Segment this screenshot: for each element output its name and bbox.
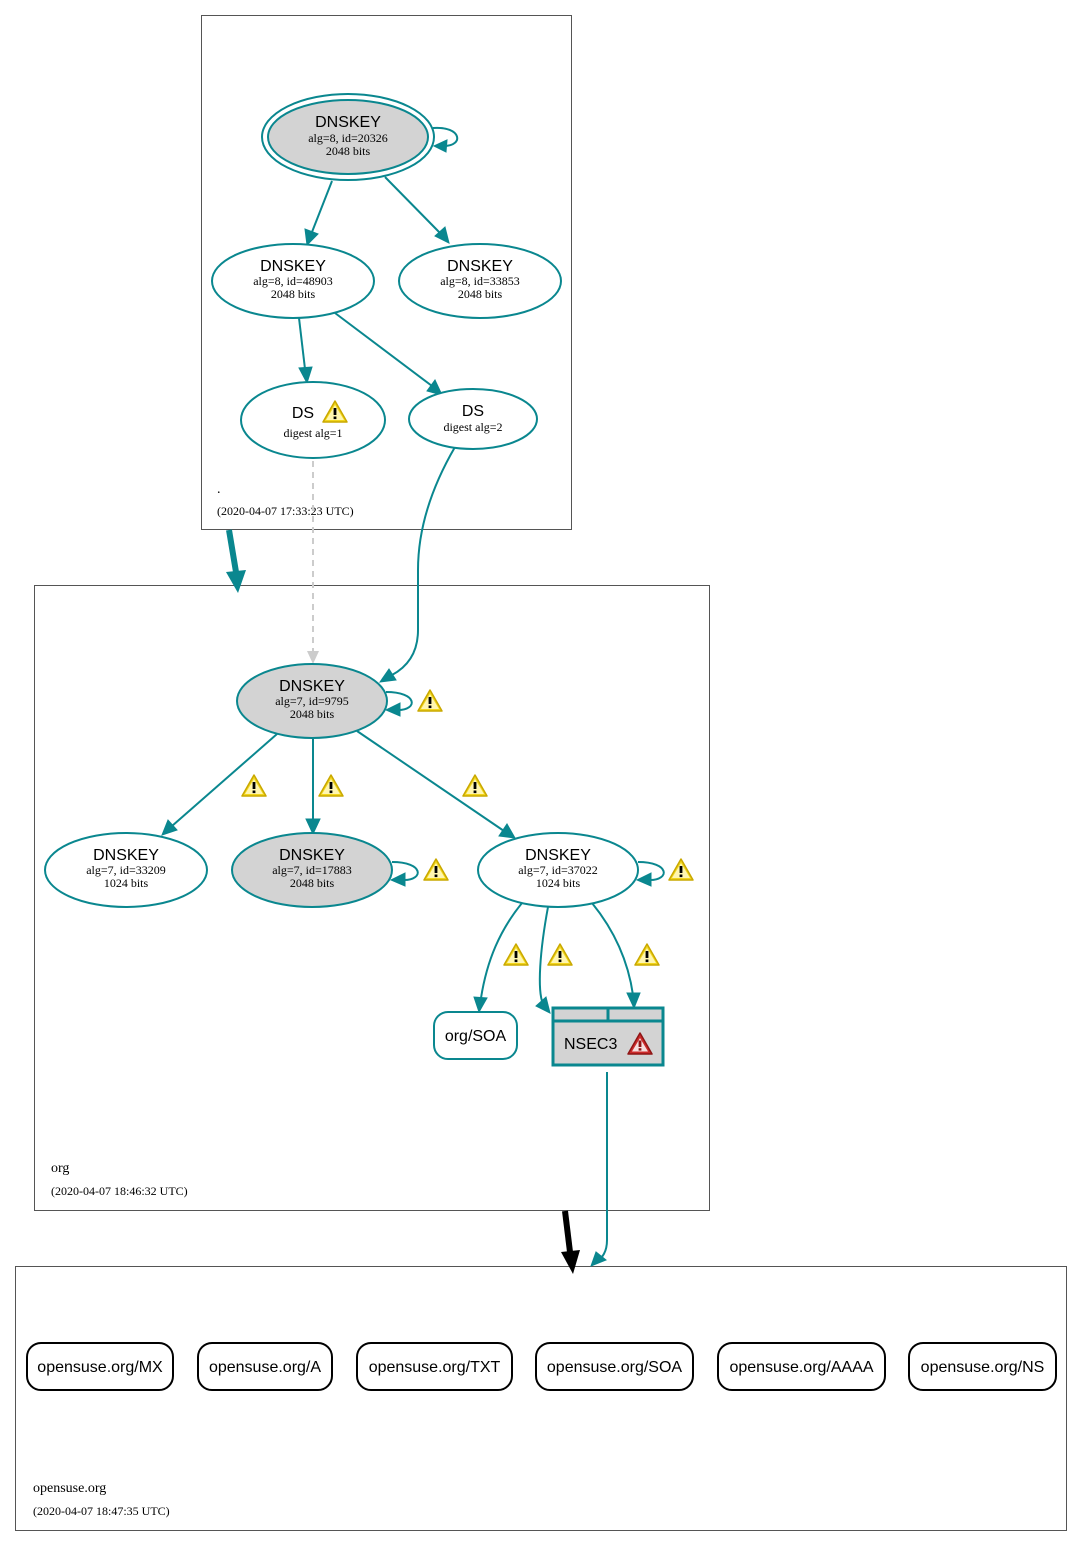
ds-node-alg1[interactable]: DS digest alg=1 xyxy=(240,381,386,459)
nsec3-label: NSEC3 xyxy=(564,1036,617,1053)
dnskey-node-17883[interactable]: DNSKEY alg=7, id=17883 2048 bits xyxy=(231,832,393,908)
warning-icon xyxy=(241,774,267,797)
ds-alg2-detail: digest alg=2 xyxy=(443,420,502,434)
rrset-label: opensuse.org/A xyxy=(209,1359,321,1376)
dnskey-17883-bits: 2048 bits xyxy=(290,876,335,890)
zone-opensuse-timestamp: (2020-04-07 18:47:35 UTC) xyxy=(33,1504,170,1518)
dnskey-33209-detail: alg=7, id=33209 xyxy=(86,863,166,877)
rrset-node-soa[interactable]: opensuse.org/SOA xyxy=(535,1342,694,1391)
warning-icon xyxy=(423,858,449,881)
warning-icon xyxy=(634,943,660,966)
warning-icon xyxy=(417,689,443,712)
zone-org-name: org xyxy=(51,1161,69,1176)
rrset-node-txt[interactable]: opensuse.org/TXT xyxy=(356,1342,513,1391)
warning-icon xyxy=(462,774,488,797)
warning-icon xyxy=(318,774,344,797)
rrset-node-a[interactable]: opensuse.org/A xyxy=(197,1342,333,1391)
warning-icon xyxy=(547,943,573,966)
zone-root: . (2020-04-07 17:33:23 UTC) xyxy=(201,15,572,530)
zone-root-timestamp: (2020-04-07 17:33:23 UTC) xyxy=(217,504,354,518)
dnskey-9795-type: DNSKEY xyxy=(279,678,345,695)
dnskey-20326-detail: alg=8, id=20326 xyxy=(308,131,388,145)
dnskey-node-33853[interactable]: DNSKEY alg=8, id=33853 2048 bits xyxy=(398,243,562,319)
dnskey-node-48903[interactable]: DNSKEY alg=8, id=48903 2048 bits xyxy=(211,243,375,319)
ds-alg2-type: DS xyxy=(462,403,484,420)
dnskey-17883-detail: alg=7, id=17883 xyxy=(272,863,352,877)
dnskey-37022-bits: 1024 bits xyxy=(536,876,581,890)
ds-alg1-detail: digest alg=1 xyxy=(283,426,342,440)
dnskey-node-20326[interactable]: DNSKEY alg=8, id=20326 2048 bits xyxy=(261,93,435,181)
rrset-label: opensuse.org/AAAA xyxy=(729,1359,873,1376)
zone-org-timestamp: (2020-04-07 18:46:32 UTC) xyxy=(51,1184,188,1198)
dnskey-9795-detail: alg=7, id=9795 xyxy=(275,694,349,708)
dnskey-37022-type: DNSKEY xyxy=(525,847,591,864)
rrset-node-aaaa[interactable]: opensuse.org/AAAA xyxy=(717,1342,886,1391)
rrset-node-mx[interactable]: opensuse.org/MX xyxy=(26,1342,174,1391)
dnskey-48903-detail: alg=8, id=48903 xyxy=(253,274,333,288)
rrset-node-ns[interactable]: opensuse.org/NS xyxy=(908,1342,1057,1391)
dnskey-48903-type: DNSKEY xyxy=(260,258,326,275)
zone-opensuse: opensuse.org (2020-04-07 18:47:35 UTC) xyxy=(15,1266,1067,1531)
rrset-label: opensuse.org/MX xyxy=(37,1359,163,1376)
org-soa-label: org/SOA xyxy=(445,1028,507,1045)
dnskey-17883-type: DNSKEY xyxy=(279,847,345,864)
org-soa-node[interactable]: org/SOA xyxy=(433,1011,518,1060)
dnskey-33209-bits: 1024 bits xyxy=(104,876,149,890)
zone-org: org (2020-04-07 18:46:32 UTC) xyxy=(34,585,710,1211)
dnskey-9795-bits: 2048 bits xyxy=(290,707,335,721)
dnskey-37022-detail: alg=7, id=37022 xyxy=(518,863,598,877)
dnskey-33853-bits: 2048 bits xyxy=(458,287,503,301)
dnskey-33853-type: DNSKEY xyxy=(447,258,513,275)
dnskey-node-37022[interactable]: DNSKEY alg=7, id=37022 1024 bits xyxy=(477,832,639,908)
ds-alg1-type: DS xyxy=(292,405,314,422)
rrset-label: opensuse.org/TXT xyxy=(369,1359,501,1376)
dnskey-node-33209[interactable]: DNSKEY alg=7, id=33209 1024 bits xyxy=(44,832,208,908)
zone-opensuse-name: opensuse.org xyxy=(33,1481,106,1496)
nsec3-node[interactable]: NSEC3 xyxy=(551,1006,665,1067)
dnskey-node-9795[interactable]: DNSKEY alg=7, id=9795 2048 bits xyxy=(236,663,388,739)
edges xyxy=(161,126,665,1274)
dnskey-20326-bits: 2048 bits xyxy=(326,144,371,158)
dnskey-20326-type: DNSKEY xyxy=(315,114,381,131)
dnskey-33853-detail: alg=8, id=33853 xyxy=(440,274,520,288)
zone-root-name: . xyxy=(217,482,221,497)
warning-icon xyxy=(668,858,694,881)
dnskey-48903-bits: 2048 bits xyxy=(271,287,316,301)
ds-node-alg2[interactable]: DS digest alg=2 xyxy=(408,388,538,450)
rrset-label: opensuse.org/NS xyxy=(921,1359,1045,1376)
rrset-label: opensuse.org/SOA xyxy=(547,1359,683,1376)
warning-icon xyxy=(503,943,529,966)
dnskey-33209-type: DNSKEY xyxy=(93,847,159,864)
